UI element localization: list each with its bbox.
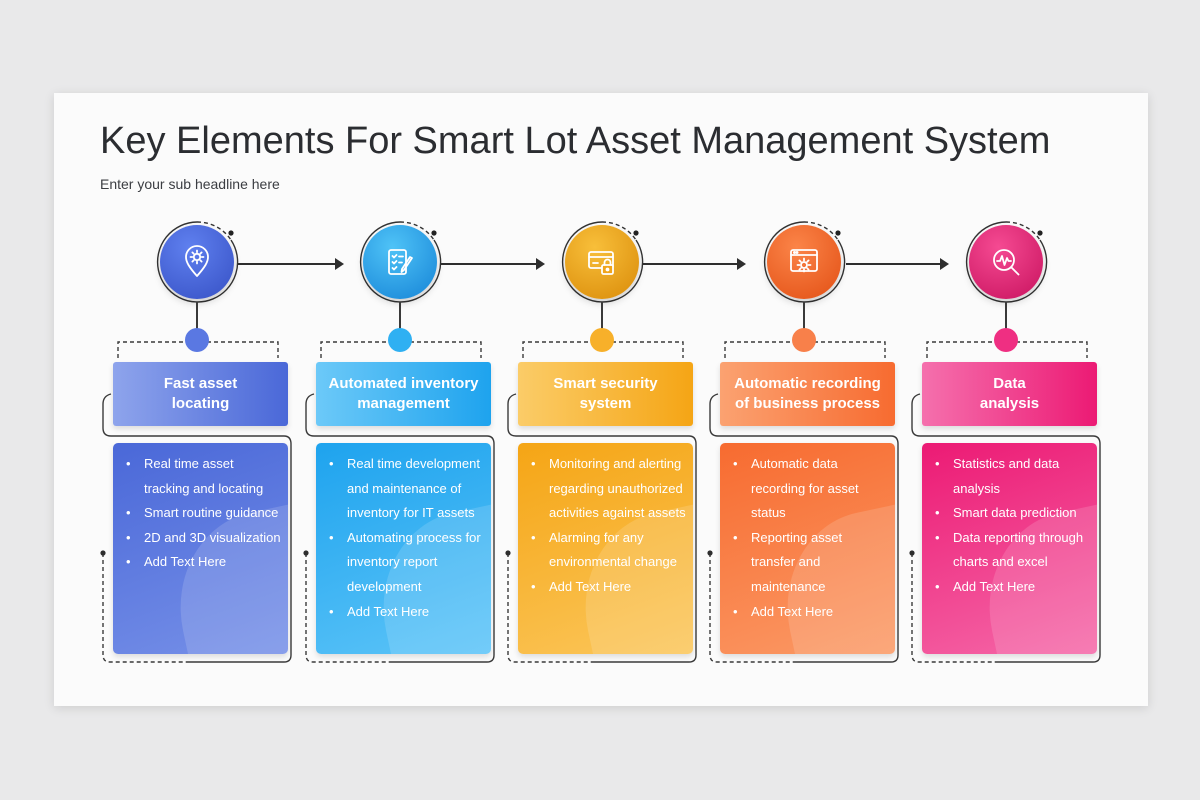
bullet-item: Statistics and data analysis — [934, 452, 1091, 501]
step-title: Smart security system — [518, 362, 693, 426]
bullet-list: Real time development and maintenance of… — [328, 452, 485, 624]
flow-arrow — [643, 258, 746, 270]
connector-node — [792, 328, 816, 352]
connector-node — [590, 328, 614, 352]
step-title: Automated inventory management — [316, 362, 491, 426]
bullet-item: Real time development and maintenance of… — [328, 452, 485, 526]
bullet-item: Alarming for any environmental change — [530, 526, 687, 575]
bullet-item: Reporting asset transfer and maintenance — [732, 526, 889, 600]
bullet-item: Data reporting through charts and excel — [934, 526, 1091, 575]
step-body: Real time development and maintenance of… — [316, 443, 491, 654]
step-body: Statistics and data analysis Smart data … — [922, 443, 1097, 654]
icon-ring — [358, 220, 442, 304]
step-column-4: Automatic recording of business process … — [713, 0, 916, 800]
icon-ring — [762, 220, 846, 304]
dashed-ring — [763, 221, 846, 303]
bullet-item: Monitoring and alerting regarding unauth… — [530, 452, 687, 526]
page-subtitle: Enter your sub headline here — [100, 176, 280, 192]
flow-arrow — [846, 258, 949, 270]
chart-magnifier-icon — [969, 225, 1043, 299]
icon-ring — [155, 220, 239, 304]
connector-stem — [196, 302, 198, 330]
bullet-item: Automating process for inventory report … — [328, 526, 485, 600]
connector-stem — [1005, 302, 1007, 330]
connector-stem — [803, 302, 805, 330]
page-title: Key Elements For Smart Lot Asset Managem… — [100, 120, 1051, 162]
step-column-2: Automated inventory management Real time… — [309, 0, 512, 800]
connector-stem — [601, 302, 603, 330]
bullet-list: Statistics and data analysis Smart data … — [934, 452, 1091, 600]
bullet-list: Real time asset tracking and locating Sm… — [125, 452, 282, 575]
connector-node — [388, 328, 412, 352]
bullet-list: Monitoring and alerting regarding unauth… — [530, 452, 687, 600]
dashed-ring — [965, 221, 1048, 303]
card-lock-icon — [565, 225, 639, 299]
location-gear-icon — [160, 225, 234, 299]
dashed-ring — [561, 221, 644, 303]
step-column-1: Fast asset locating Real time asset trac… — [106, 0, 309, 800]
checklist-pen-icon — [363, 225, 437, 299]
step-title: Fast asset locating — [113, 362, 288, 426]
step-body: Automatic data recording for asset statu… — [720, 443, 895, 654]
step-body: Monitoring and alerting regarding unauth… — [518, 443, 693, 654]
bullet-item: Add Text Here — [530, 575, 687, 600]
flow-arrow — [238, 258, 344, 270]
browser-gear-icon — [767, 225, 841, 299]
step-body: Real time asset tracking and locating Sm… — [113, 443, 288, 654]
bullet-item: Add Text Here — [732, 600, 889, 625]
connector-node — [185, 328, 209, 352]
bullet-list: Automatic data recording for asset statu… — [732, 452, 889, 624]
step-title: Automatic recording of business process — [720, 362, 895, 426]
bullet-item: Smart data prediction — [934, 501, 1091, 526]
bullet-item: 2D and 3D visualization — [125, 526, 282, 551]
bullet-item: Add Text Here — [328, 600, 485, 625]
step-title: Data analysis — [922, 362, 1097, 426]
bullet-item: Add Text Here — [934, 575, 1091, 600]
connector-stem — [399, 302, 401, 330]
icon-ring — [560, 220, 644, 304]
connector-node — [994, 328, 1018, 352]
bullet-item: Smart routine guidance — [125, 501, 282, 526]
icon-ring — [964, 220, 1048, 304]
bullet-item: Real time asset tracking and locating — [125, 452, 282, 501]
dashed-ring — [359, 221, 442, 303]
dashed-ring — [156, 221, 239, 303]
step-column-5: Data analysis Statistics and data analys… — [915, 0, 1118, 800]
bullet-item: Automatic data recording for asset statu… — [732, 452, 889, 526]
bullet-item: Add Text Here — [125, 550, 282, 575]
step-column-3: Smart security system Monitoring and ale… — [511, 0, 714, 800]
flow-arrow — [441, 258, 545, 270]
